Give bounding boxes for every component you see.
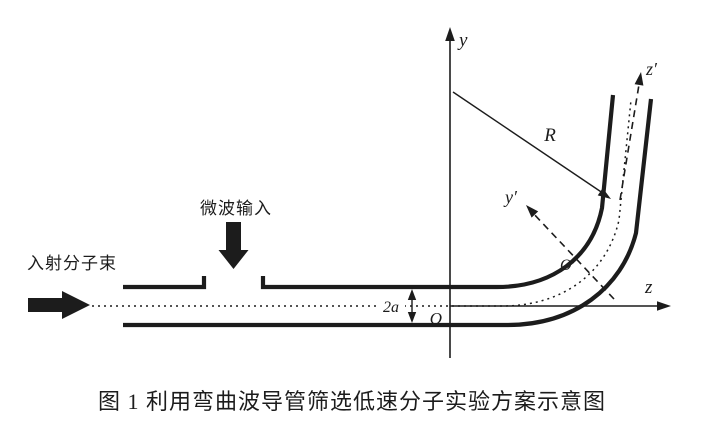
microwave-arrow — [218, 222, 249, 269]
z-axis-arrowhead — [657, 301, 671, 311]
waveguide-bottom-wall — [123, 98, 654, 328]
gap-dimension-arrowhead-down — [407, 312, 417, 323]
radius-arrowhead — [597, 188, 611, 199]
y-axis-label: y — [457, 30, 468, 51]
gap-dimension-arrowhead-up — [407, 289, 417, 300]
waveguide-top-wall-left — [123, 276, 207, 290]
z-prime-axis — [619, 80, 641, 201]
z-axis-label: z — [644, 277, 653, 298]
y-axis-arrowhead — [445, 27, 455, 41]
radius-arrow — [452, 91, 603, 194]
origin-label: O — [430, 309, 442, 328]
microwave-input-label: 微波输入 — [200, 199, 272, 218]
y-prime-arrowhead — [526, 205, 539, 218]
z-prime-arrowhead — [634, 72, 644, 86]
figure-caption: 图 1 利用弯曲波导管筛选低速分子实验方案示意图 — [98, 389, 606, 414]
radius-label: R — [543, 125, 556, 146]
y-prime-axis-label: y′ — [503, 187, 518, 207]
z-prime-axis-label: z′ — [645, 59, 658, 79]
origin-prime-label: O′ — [560, 257, 576, 274]
gap-label: 2a — [383, 299, 399, 316]
beam-arrow — [28, 291, 90, 319]
waveguide-top-wall-right — [260, 94, 616, 290]
gap-label-backdrop — [377, 296, 405, 316]
incident-beam-label: 入射分子束 — [27, 254, 117, 273]
y-prime-axis — [531, 211, 615, 300]
